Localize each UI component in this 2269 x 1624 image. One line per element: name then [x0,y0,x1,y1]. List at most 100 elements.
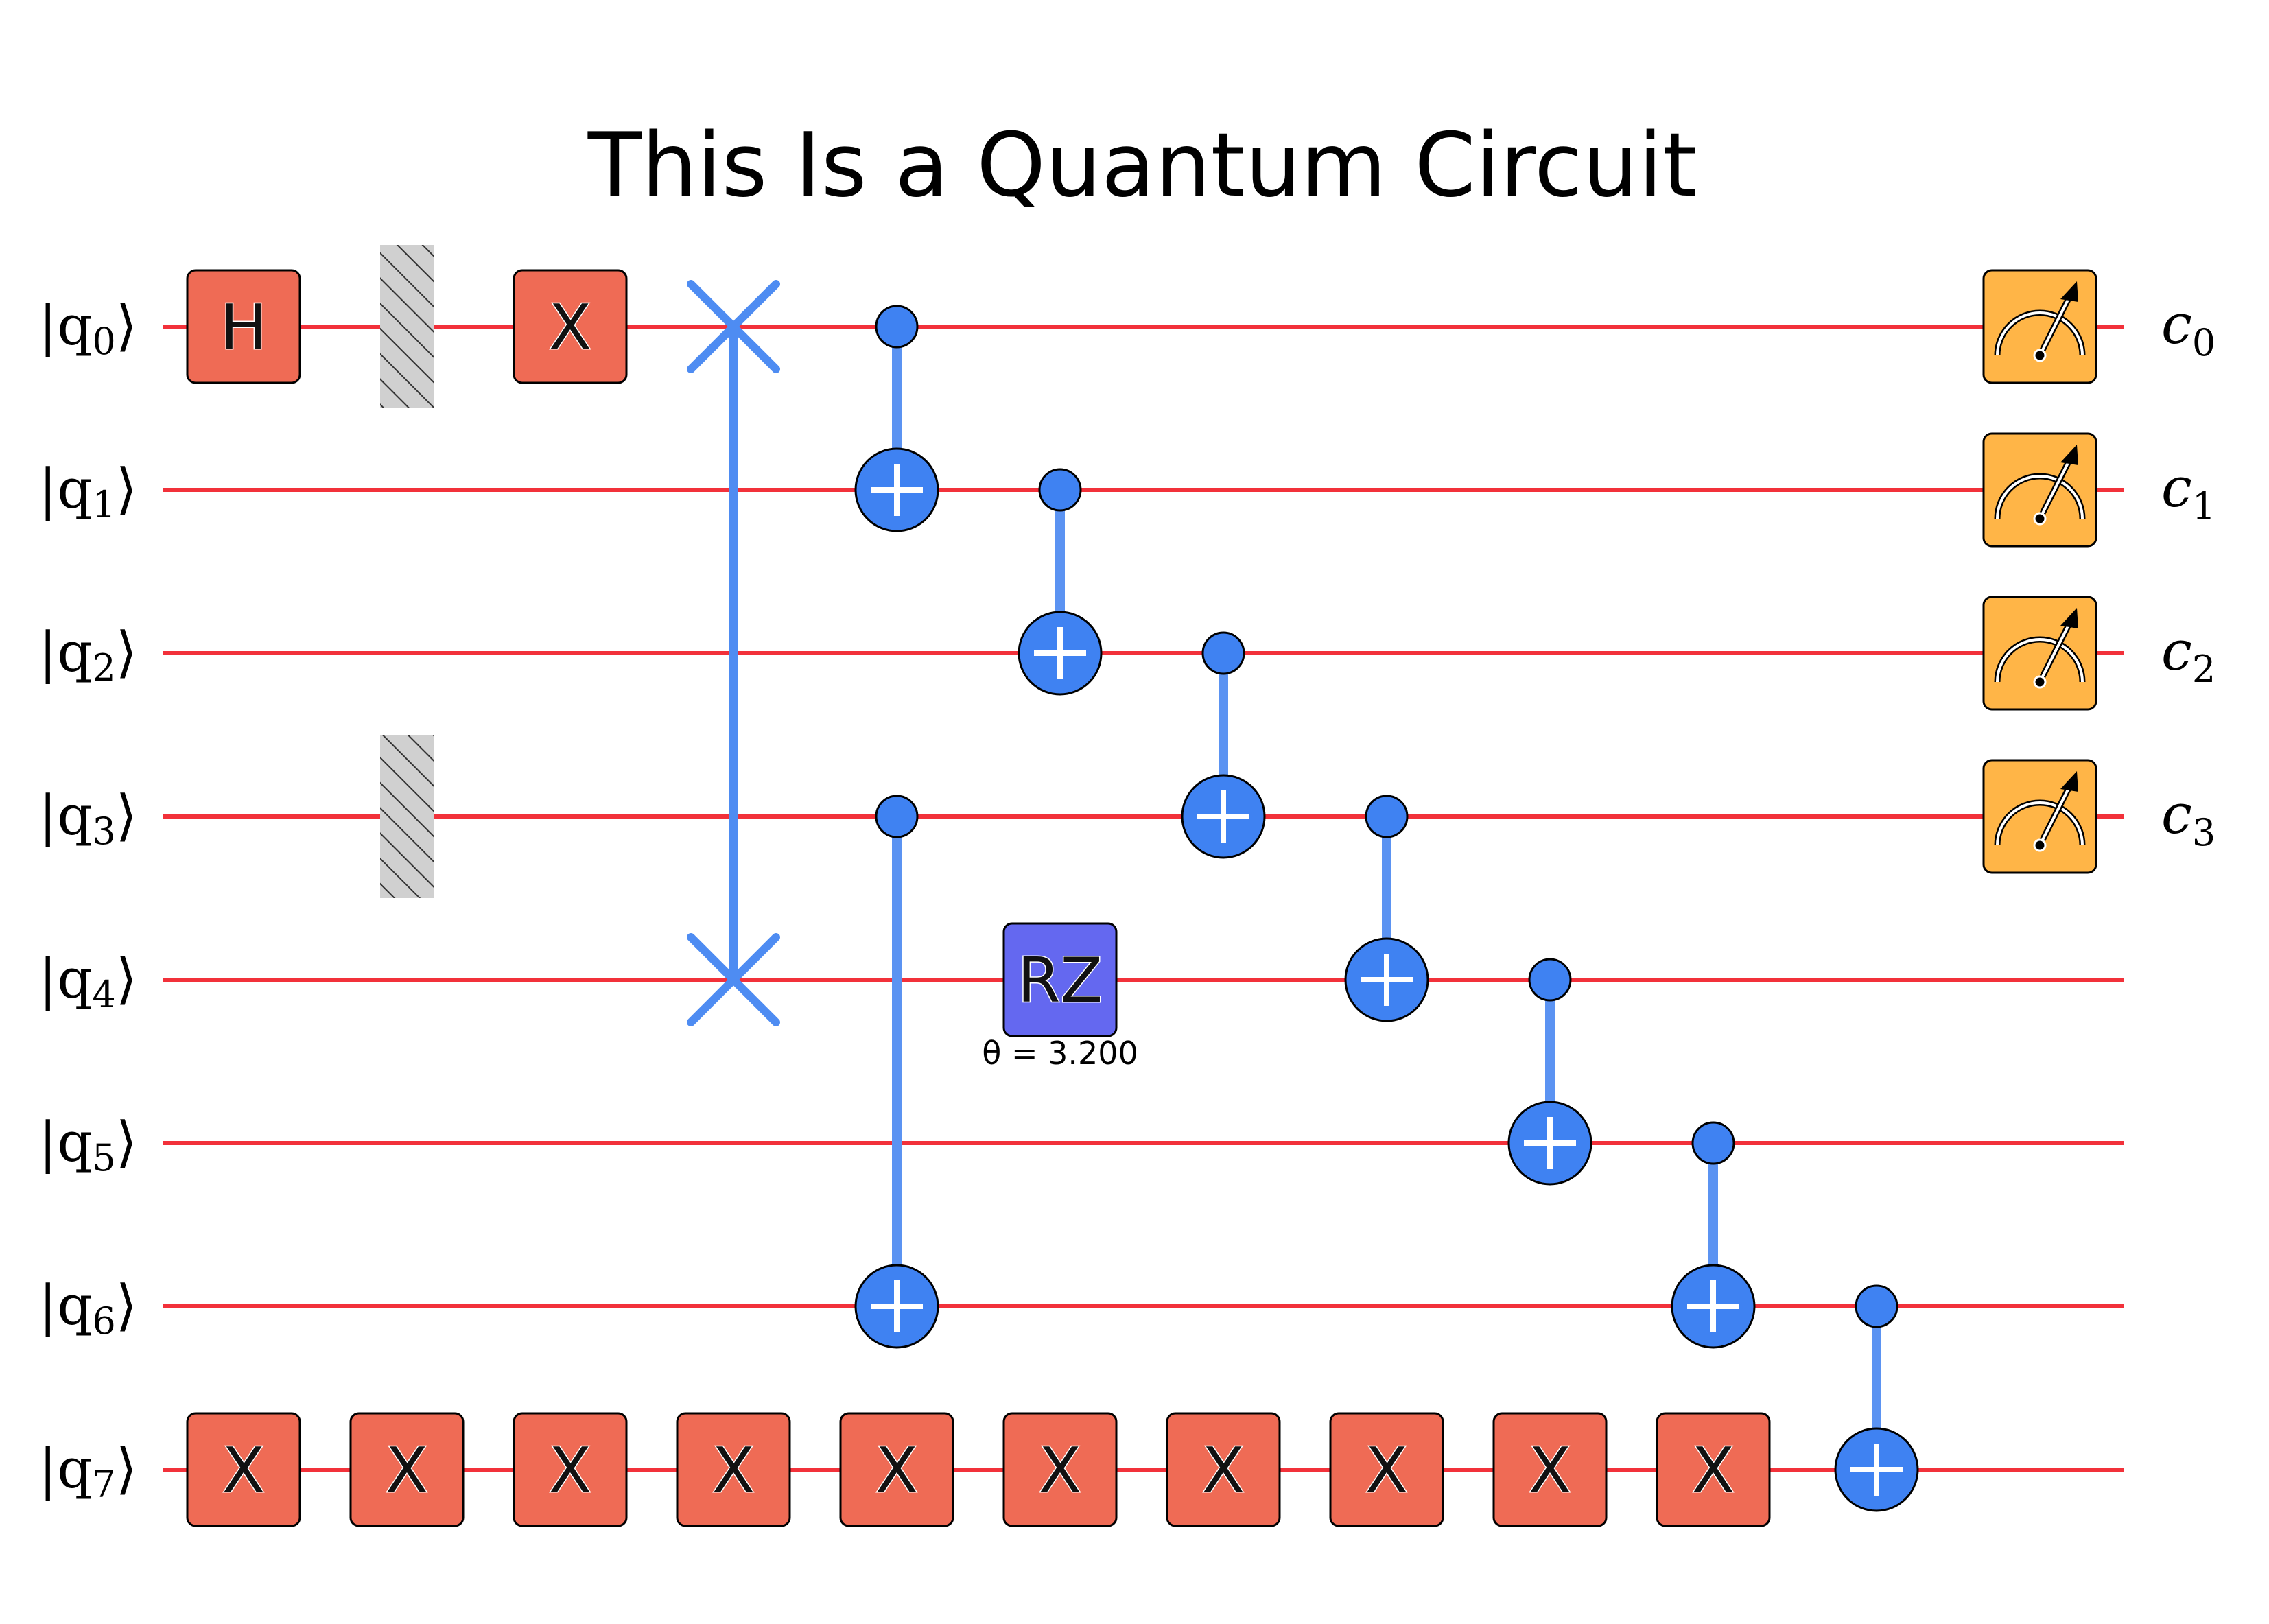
qubit-label-prefix: |q [38,294,92,357]
x-gate-box [1492,1412,1608,1527]
clbit-label-name: c [2161,456,2192,519]
cnot-gate [1344,795,1429,1022]
meter-needle [2038,290,2074,356]
x-gate: X [1492,1412,1608,1527]
x-gate-box [676,1412,791,1527]
x-gate-label: X [549,1435,591,1507]
qubit-label: |q7⟩ [38,1437,137,1506]
hadamard-gate: H [186,269,301,384]
qubit-label: |q1⟩ [38,457,137,526]
qubit-label-index: 7 [92,1463,115,1506]
qubit-label-index: 2 [92,646,115,690]
wires-layer [163,325,2124,1472]
swap-cross [687,280,780,373]
control-dot [1038,468,1082,512]
clbit-label: c0 [2161,292,2215,364]
control-dot [1691,1121,1735,1165]
rz-gate: RZ θ = 3.200 [982,922,1138,1072]
qubit-label-prefix: |q [38,620,92,684]
hadamard-gate-label: H [220,292,267,364]
diagram-title: This Is a Quantum Circuit [587,115,1697,217]
qubit-label: |q5⟩ [38,1110,137,1179]
qubit-label-prefix: |q [38,947,92,1011]
meter-arrowhead [2060,281,2078,302]
x-gate: X [1656,1412,1771,1527]
cnot-gate [1018,468,1103,696]
x-gate-label: X [1365,1435,1408,1507]
barrier [380,735,434,898]
gate-parameter: θ = 3.200 [982,1035,1138,1072]
x-gate: X [186,1412,301,1527]
clbit-label-name: c [2161,782,2192,846]
meter-pivot [2033,675,2047,689]
rz-gate-box [1002,922,1118,1037]
clbit-label-index: 2 [2192,648,2215,691]
qubit-label-index: 6 [92,1299,115,1343]
x-gate: X [1166,1412,1281,1527]
x-gate: X [1002,1412,1118,1527]
clbit-label-index: 0 [2192,321,2215,364]
qubit-label: |q2⟩ [38,620,137,690]
meter-arc [1996,475,2084,519]
cnot-gate [854,795,939,1349]
qubit-label-suffix: ⟩ [116,947,137,1011]
x-gate-label: X [1529,1435,1571,1507]
meter-arrowhead [2060,445,2078,465]
control-dot [1365,795,1409,838]
swap-gate [687,280,780,1026]
measure-gate [1982,269,2097,384]
clbit-label-name: c [2161,292,2192,356]
qubit-label-suffix: ⟩ [116,1437,137,1501]
control-dot [875,795,919,838]
measure-gate [1982,596,2097,711]
meter-arrowhead [2060,771,2078,792]
qubit-label-suffix: ⟩ [116,784,137,847]
qubit-label: |q3⟩ [38,784,137,853]
x-gate-label: X [549,292,591,364]
meter-arc [1996,311,2084,356]
qubit-label-suffix: ⟩ [116,457,137,521]
x-gate: X [513,1412,628,1527]
cnot-gate [1834,1284,1919,1512]
x-gate: X [676,1412,791,1527]
x-gate-box [513,269,628,384]
x-gate-label: X [875,1435,918,1507]
measure-box [1982,269,2097,384]
qubit-label: |q4⟩ [38,947,137,1016]
qubit-label-index: 4 [92,973,115,1016]
control-dot [1528,958,1572,1002]
qubit-label-prefix: |q [38,784,92,847]
qubit-label-index: 0 [92,320,115,363]
x-gate-label: X [1039,1435,1081,1507]
x-gate-box [1166,1412,1281,1527]
control-dot [1201,631,1245,675]
control-dot [875,305,919,349]
x-gate-box [349,1412,465,1527]
x-gate: X [839,1412,954,1527]
qubit-label-index: 3 [92,810,115,853]
clbit-label: c2 [2161,619,2215,691]
x-gate-label: X [222,1435,265,1507]
clbit-label: c3 [2161,782,2215,854]
meter-needle [2038,779,2074,846]
meter-arrowhead [2060,608,2078,628]
meter-pivot [2033,349,2047,362]
meter-arc [1996,801,2084,846]
hadamard-gate-box [186,269,301,384]
qubit-label-prefix: |q [38,1273,92,1337]
measure-gate [1982,759,2097,874]
clbit-label-index: 3 [2192,811,2215,854]
clbit-label-name: c [2161,619,2192,683]
cnot-gate [1671,1121,1756,1349]
x-gate: X [1329,1412,1444,1527]
rz-gate-label: RZ [1018,945,1103,1017]
measure-box [1982,596,2097,711]
qubit-label-prefix: |q [38,1110,92,1174]
qubit-label-suffix: ⟩ [116,294,137,357]
cnot-gate [1181,631,1266,859]
x-gate-box [1329,1412,1444,1527]
